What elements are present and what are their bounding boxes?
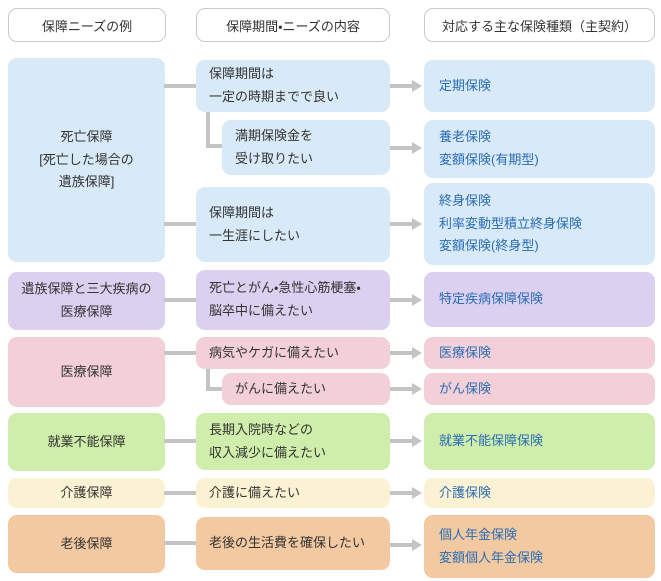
- connector-line: [164, 541, 196, 545]
- need-label: 介護保障: [60, 484, 113, 500]
- need-medical: 医療保障: [8, 337, 165, 407]
- period-label: 病気やケガに備えたい: [209, 344, 340, 360]
- header-insurance-types: 対応する主な保険種類（主契約）: [424, 8, 655, 42]
- need-work-disability: 就業不能保障: [8, 413, 165, 471]
- header-needs-example: 保障ニーズの例: [8, 8, 166, 42]
- insurance-label: 個人年金保険 変額個人年金保険: [439, 526, 544, 565]
- insurance-medical: 医療保険: [424, 337, 655, 369]
- period-maturity-benefit: 満期保険金を 受け取りたい: [222, 120, 390, 175]
- period-label: 保障期間は 一生涯にしたい: [209, 204, 301, 243]
- insurance-term: 定期保険: [424, 60, 655, 112]
- branch-connector: [206, 369, 222, 391]
- insurance-label: 医療保険: [439, 344, 492, 360]
- arrow-right-icon: [390, 142, 422, 154]
- insurance-label: 就業不能保障保険: [439, 433, 544, 449]
- insurance-nursing-care: 介護保険: [424, 478, 655, 508]
- need-label: 医療保障: [60, 363, 113, 379]
- period-label: 死亡とがん・急性心筋梗塞・ 脳卒中に備えたい: [209, 280, 361, 318]
- arrow-right-icon: [390, 435, 422, 447]
- need-nursing-care: 介護保障: [8, 478, 165, 508]
- need-label: 老後保障: [60, 535, 113, 551]
- insurance-label: 養老保険 変額保険(有期型): [439, 129, 539, 167]
- connector-line: [164, 298, 196, 302]
- arrow-right-icon: [390, 347, 422, 359]
- connector-line: [164, 491, 196, 495]
- insurance-specified-disease: 特定疾病保障保険: [424, 272, 655, 327]
- arrow-right-icon: [390, 487, 422, 499]
- prepare-sickness-injury: 病気やケガに備えたい: [196, 337, 390, 369]
- period-label: 介護に備えたい: [209, 484, 301, 500]
- arrow-right-icon: [390, 80, 422, 92]
- header-label: 対応する主な保険種類（主契約）: [441, 18, 637, 34]
- connector-line: [164, 222, 196, 226]
- need-label: 遺族保障と三大疾病の 医療保障: [21, 281, 152, 319]
- insurance-whole-life: 終身保険 利率変動型積立終身保険 変額保険(終身型): [424, 183, 655, 265]
- period-label: がんに備えたい: [235, 380, 327, 396]
- prepare-retirement-funds: 老後の生活費を確保したい: [196, 517, 390, 570]
- branch-connector: [206, 112, 222, 148]
- header-label: 保障ニーズの例: [41, 18, 133, 34]
- insurance-label: 定期保険: [439, 77, 492, 93]
- prepare-income-loss: 長期入院時などの 収入減少に備えたい: [196, 413, 390, 470]
- arrow-right-icon: [390, 539, 422, 551]
- insurance-cancer: がん保険: [424, 373, 655, 405]
- insurance-label: 介護保険: [439, 484, 492, 500]
- connector-line: [164, 439, 196, 443]
- arrow-right-icon: [390, 383, 422, 395]
- insurance-label: がん保険: [439, 380, 492, 396]
- insurance-label: 終身保険 利率変動型積立終身保険 変額保険(終身型): [439, 192, 583, 254]
- header-period-needs: 保障期間・ニーズの内容: [196, 8, 390, 42]
- header-label: 保障期間・ニーズの内容: [226, 18, 360, 34]
- need-death: 死亡保障 [死亡した場合の 遺族保障]: [8, 58, 165, 262]
- period-label: 保障期間は 一定の時期までで良い: [209, 66, 340, 104]
- period-label: 満期保険金を 受け取りたい: [235, 127, 314, 166]
- need-label: 死亡保障 [死亡した場合の 遺族保障]: [39, 128, 134, 190]
- need-label: 就業不能保障: [47, 433, 126, 449]
- arrow-right-icon: [390, 218, 422, 230]
- insurance-endowment: 養老保険 変額保険(有期型): [424, 120, 655, 178]
- insurance-work-disability: 就業不能保障保険: [424, 413, 655, 470]
- period-whole-life: 保障期間は 一生涯にしたい: [196, 187, 390, 262]
- connector-line: [164, 351, 196, 355]
- arrow-right-icon: [390, 294, 422, 306]
- period-fixed-term: 保障期間は 一定の時期までで良い: [196, 60, 390, 112]
- prepare-nursing-care: 介護に備えたい: [196, 478, 390, 508]
- need-survivor-three-diseases: 遺族保障と三大疾病の 医療保障: [8, 272, 165, 330]
- insurance-annuity: 個人年金保険 変額個人年金保険: [424, 515, 655, 578]
- insurance-label: 特定疾病保障保険: [439, 291, 544, 307]
- connector-line: [164, 84, 196, 88]
- period-label: 長期入院時などの 収入減少に備えたい: [209, 421, 327, 460]
- period-label: 老後の生活費を確保したい: [209, 535, 366, 551]
- prepare-death-three-diseases: 死亡とがん・急性心筋梗塞・ 脳卒中に備えたい: [196, 270, 390, 330]
- prepare-cancer: がんに備えたい: [222, 373, 390, 405]
- need-retirement: 老後保障: [8, 515, 165, 573]
